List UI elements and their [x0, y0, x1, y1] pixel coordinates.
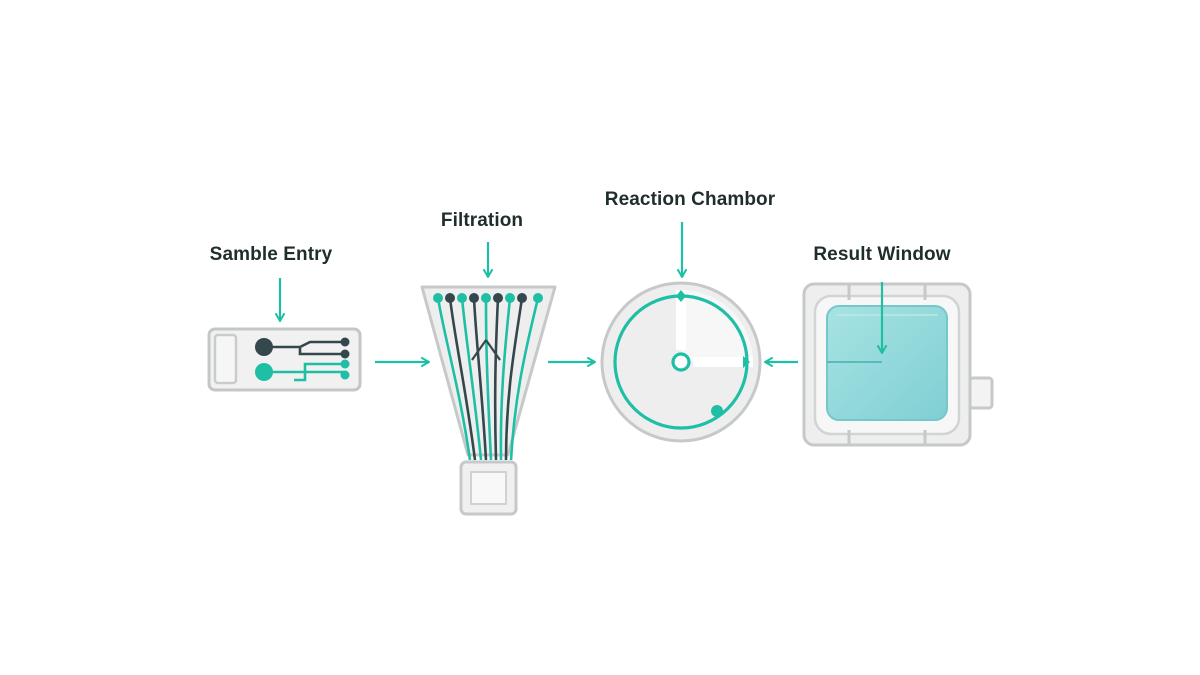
- label-pointer-arrows: [275, 222, 687, 322]
- label-sample-entry: Samble Entry: [209, 244, 333, 265]
- label-filtration: Filtration: [440, 210, 524, 231]
- sample-entry-module: [207, 327, 362, 392]
- filtration-module: [420, 285, 557, 516]
- label-result-window: Result Window: [813, 244, 951, 265]
- label-reaction-chamber: Reaction Chambor: [604, 189, 776, 210]
- result-window-module: [802, 282, 994, 447]
- reaction-chamber-module: [600, 281, 762, 443]
